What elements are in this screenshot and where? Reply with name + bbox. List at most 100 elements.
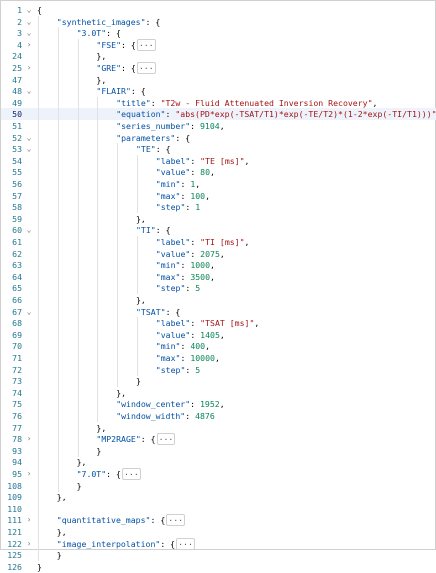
code-line[interactable]: 70"min": 400, (1, 340, 436, 353)
code-line[interactable]: 57"max": 100, (1, 189, 436, 202)
code-line[interactable]: 76"window_width": 4876 (1, 410, 436, 422)
chevron-down-icon[interactable]: ⌄ (26, 132, 32, 142)
code-line[interactable]: 67⌄"TSAT": { (1, 305, 436, 318)
code-line[interactable]: 75"window_center": 1952, (1, 398, 436, 411)
indent-guide (77, 73, 79, 86)
code-line[interactable]: 71"max": 10000, (1, 352, 436, 364)
code-line[interactable]: 59}, (1, 212, 436, 225)
code-line[interactable]: 52⌄"parameters": { (1, 131, 436, 144)
chevron-down-icon[interactable]: ⌄ (26, 225, 32, 235)
code-line[interactable]: 24}, (1, 50, 436, 63)
code-line[interactable]: 122›"image_interpolation": {··· (1, 537, 436, 550)
code-line[interactable]: 121}, (1, 526, 436, 538)
code-line[interactable]: 94}, (1, 456, 436, 469)
chevron-right-icon[interactable]: › (26, 63, 32, 72)
code-text: }, (116, 387, 126, 399)
indent-guide (117, 363, 119, 376)
line-number: 57 (12, 190, 22, 201)
code-line[interactable]: 68"label": "TSAT [ms]", (1, 317, 436, 330)
code-line[interactable]: 126} (1, 561, 436, 573)
code-line[interactable]: 109}, (1, 491, 436, 504)
code-line[interactable]: 60⌄"TI": { (1, 224, 436, 237)
punctuation: : { (165, 306, 181, 317)
chevron-down-icon[interactable]: ⌄ (26, 28, 32, 38)
code-line[interactable]: 108} (1, 479, 436, 492)
code-line[interactable]: 110 (1, 502, 436, 515)
code-line[interactable]: 58"step": 1 (1, 201, 436, 214)
indent-guide (97, 410, 99, 422)
code-line[interactable]: 56"min": 1, (1, 178, 436, 190)
code-line[interactable]: 51"series_number": 9104, (1, 120, 436, 132)
punctuation: }, (136, 295, 146, 305)
code-line[interactable]: 61"label": "TI [ms]", (1, 236, 436, 248)
json-key: "value" (155, 329, 191, 340)
folded-ellipsis[interactable]: ··· (136, 62, 156, 74)
code-line[interactable]: 73} (1, 375, 436, 388)
chevron-down-icon[interactable]: ⌄ (26, 86, 32, 96)
indent-guide (137, 154, 138, 167)
code-line[interactable]: 74}, (1, 386, 436, 399)
json-number: 3500 (190, 271, 211, 282)
code-line[interactable]: 66}, (1, 294, 436, 306)
indent-guide (77, 259, 79, 272)
code-line[interactable]: 1⌄{ (1, 4, 436, 16)
code-line[interactable]: 93} (1, 444, 436, 457)
indent-guide (97, 363, 99, 376)
code-line[interactable]: 69"value": 1405, (1, 328, 436, 341)
code-line[interactable]: 49"title": "T2w - Fluid Attenuated Inver… (1, 96, 436, 109)
code-line[interactable]: 50"equation": "abs(PD*exp(-TSAT/T1)*exp(… (1, 108, 436, 121)
folded-ellipsis[interactable]: ··· (166, 514, 186, 527)
code-line[interactable]: 77}, (1, 421, 436, 434)
indent-guide (38, 50, 39, 63)
code-line[interactable]: 111›"quantitative_maps": {··· (1, 514, 436, 527)
chevron-right-icon[interactable]: › (26, 538, 32, 548)
code-line[interactable]: 65"step": 5 (1, 282, 436, 295)
code-line[interactable]: 47}, (1, 73, 436, 86)
folded-ellipsis[interactable]: ··· (156, 433, 176, 446)
indent-guide (57, 340, 59, 353)
folded-ellipsis[interactable]: ··· (136, 38, 156, 51)
punctuation: , (210, 260, 215, 271)
indent-guide (137, 201, 138, 214)
code-line[interactable]: 2⌄"synthetic_images": { (1, 15, 436, 28)
code-line[interactable]: 125} (1, 549, 436, 562)
json-key: "step" (155, 364, 186, 375)
indent-guide (38, 317, 39, 330)
indent-guide (38, 38, 39, 51)
code-line[interactable]: 64"max": 3500, (1, 270, 436, 283)
code-line[interactable]: 48⌄"FLAIR": { (1, 85, 436, 98)
code-line[interactable]: 25›"GRE": {··· (1, 62, 436, 74)
punctuation: : { (155, 225, 171, 236)
folded-ellipsis[interactable]: ··· (121, 468, 141, 480)
chevron-down-icon[interactable]: ⌄ (26, 144, 32, 154)
code-line[interactable]: 4›"FSE": {··· (1, 38, 436, 51)
indent-guide (137, 189, 138, 202)
indent-guide (77, 328, 79, 341)
code-line[interactable]: 62"value": 2075, (1, 247, 436, 260)
folded-ellipsis[interactable]: ··· (176, 537, 195, 550)
chevron-right-icon[interactable]: › (26, 434, 32, 444)
code-line[interactable]: 72"step": 5 (1, 363, 436, 376)
chevron-right-icon[interactable]: › (26, 469, 32, 478)
indent-guide (57, 212, 59, 225)
punctuation: : { (121, 63, 136, 73)
indent-guide (97, 375, 99, 388)
code-text: } (37, 561, 42, 573)
code-line[interactable]: 3⌄"3.0T": { (1, 27, 436, 40)
chevron-down-icon[interactable]: ⌄ (26, 306, 32, 316)
code-text: "max": 10000, (156, 352, 220, 364)
chevron-right-icon[interactable]: › (26, 515, 32, 525)
indent-guide (117, 352, 119, 364)
code-line[interactable]: 95›"7.0T": {··· (1, 468, 436, 480)
chevron-down-icon[interactable]: ⌄ (26, 16, 32, 26)
code-line[interactable]: 53⌄"TE": { (1, 143, 436, 156)
code-line[interactable]: 54"label": "TE [ms]", (1, 154, 436, 167)
code-line[interactable]: 63"min": 1000, (1, 259, 436, 272)
code-line[interactable]: 78›"MP2RAGE": {··· (1, 433, 436, 446)
line-number: 48 (12, 86, 22, 97)
chevron-right-icon[interactable]: › (26, 39, 32, 49)
indent-guide (57, 50, 59, 63)
chevron-down-icon[interactable]: ⌄ (26, 5, 32, 14)
code-line[interactable]: 55"value": 80, (1, 166, 436, 179)
